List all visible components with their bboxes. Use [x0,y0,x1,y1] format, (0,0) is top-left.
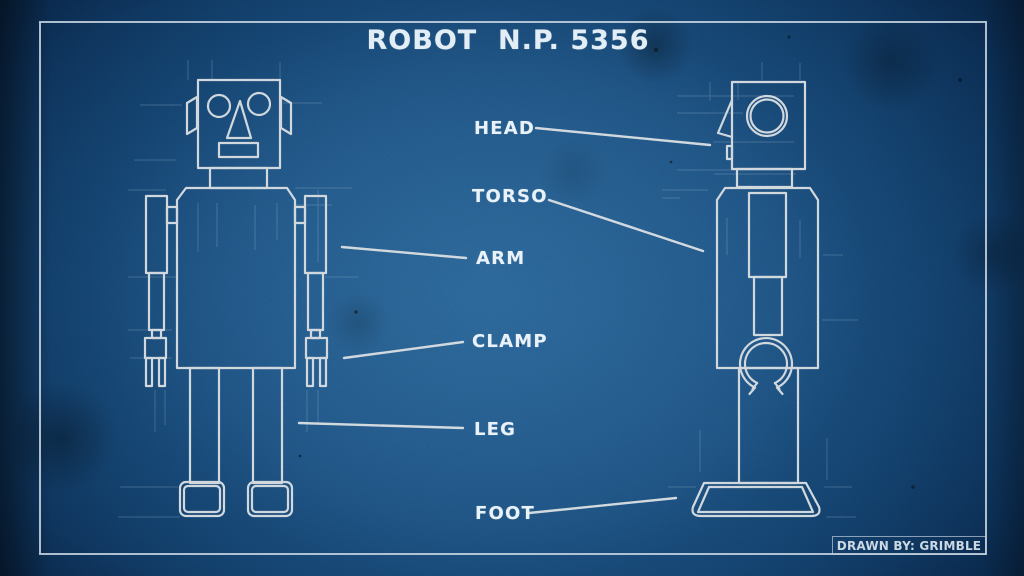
leader-head [534,126,712,147]
page-title: ROBOT N.P. 5356 [366,25,650,56]
label-head: HEAD [474,118,536,139]
front-right-upper-arm [303,194,328,275]
robot-front-view-drawing [143,78,329,518]
front-left-eye [206,93,232,119]
front-right-clamp [304,336,329,360]
side-nose [716,98,734,139]
leader-arm [340,245,468,260]
leader-leg [297,421,465,430]
front-left-shoulder-joint [165,205,179,225]
side-foot-inner [696,485,815,514]
front-left-leg [188,366,221,485]
front-right-leg [251,366,284,485]
label-torso: TORSO [472,186,548,207]
credit-text: DRAWN BY: GRIMBLE [836,538,982,553]
front-left-wrist [150,328,163,340]
side-clamp-inner [743,341,789,385]
front-left-clamp-prong [144,356,154,388]
front-right-shoulder-joint [293,205,307,225]
front-right-clamp-prong [318,356,328,388]
side-lower-arm [752,275,784,337]
front-left-upper-arm [144,194,169,275]
front-right-wrist [309,328,322,340]
robot-side-view-drawing [691,80,821,518]
side-eye-inner [749,98,785,134]
front-left-clamp-prong [157,356,167,388]
label-foot: FOOT [475,503,535,524]
label-clamp: CLAMP [472,331,548,352]
front-head [196,78,282,170]
front-right-foot-inner [250,484,290,514]
front-mouth [217,141,260,159]
front-left-lower-arm [147,271,166,332]
leader-torso [547,198,705,253]
front-neck [208,166,269,190]
side-neck [735,167,794,189]
side-mouth [725,144,734,161]
side-eye-outer [745,94,789,138]
front-right-eye [246,91,272,117]
front-left-ear [185,95,199,136]
label-leg: LEG [474,419,517,440]
side-upper-arm [747,191,788,279]
label-arm: ARM [476,248,526,269]
front-right-lower-arm [306,271,325,332]
side-leg [737,366,800,485]
side-clamp [738,336,794,389]
front-right-clamp-prong [305,356,315,388]
leader-foot [527,496,678,515]
front-left-foot-inner [182,484,222,514]
ink-specks [298,35,962,489]
leader-clamp [342,340,465,360]
front-left-clamp [143,336,168,360]
title-block: DRAWN BY: GRIMBLE [832,536,986,555]
